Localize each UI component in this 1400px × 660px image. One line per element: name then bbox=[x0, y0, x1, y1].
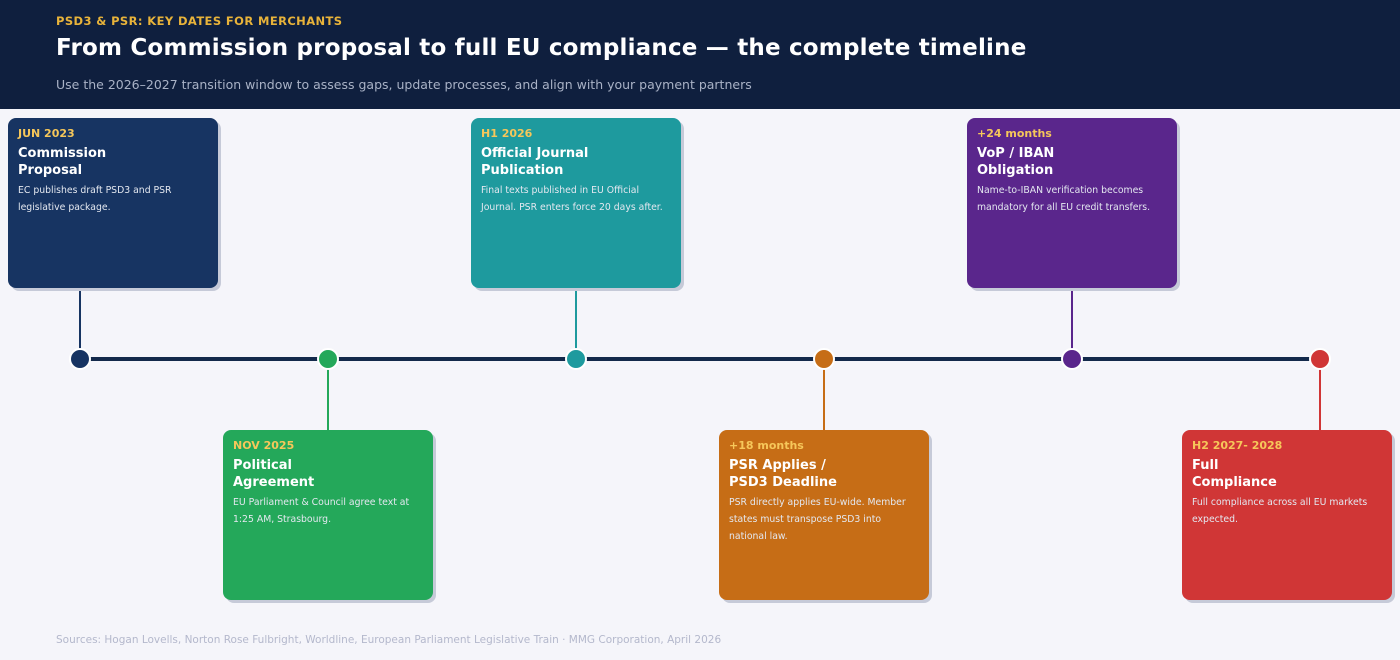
milestone-card-vop-iban: +24 months VoP / IBAN Obligation Name-to… bbox=[967, 118, 1177, 288]
connector-line bbox=[575, 290, 577, 350]
page-subtitle: Use the 2026–2027 transition window to a… bbox=[56, 77, 752, 92]
milestone-marker bbox=[69, 348, 91, 370]
milestone-date: H2 2027- 2028 bbox=[1192, 439, 1283, 452]
milestone-title: VoP / IBAN Obligation bbox=[977, 146, 1055, 178]
connector-line bbox=[823, 368, 825, 430]
connector-line bbox=[1071, 290, 1073, 350]
connector-line bbox=[1319, 368, 1321, 430]
milestone-description: Name-to-IBAN verification becomes mandat… bbox=[977, 185, 1151, 213]
milestone-card-official-journal: H1 2026 Official Journal Publication Fin… bbox=[471, 118, 681, 288]
milestone-description: Full compliance across all EU markets ex… bbox=[1192, 497, 1368, 525]
milestone-card-political-agreement: NOV 2025 Political Agreement EU Parliame… bbox=[223, 430, 433, 600]
milestone-marker bbox=[1309, 348, 1331, 370]
milestone-marker bbox=[565, 348, 587, 370]
milestone-date: +24 months bbox=[977, 127, 1052, 140]
milestone-date: +18 months bbox=[729, 439, 804, 452]
milestone-date: JUN 2023 bbox=[18, 127, 75, 140]
page-title: From Commission proposal to full EU comp… bbox=[56, 35, 1027, 61]
milestone-title: Political Agreement bbox=[233, 458, 315, 490]
milestone-title: PSR Applies / PSD3 Deadline bbox=[729, 458, 837, 490]
milestone-card-commission-proposal: JUN 2023 Commission Proposal EC publishe… bbox=[8, 118, 218, 288]
header-banner: PSD3 & PSR: KEY DATES FOR MERCHANTS From… bbox=[0, 0, 1400, 109]
connector-line bbox=[327, 368, 329, 430]
milestone-description: EU Parliament & Council agree text at 1:… bbox=[233, 497, 410, 525]
eyebrow-label: PSD3 & PSR: KEY DATES FOR MERCHANTS bbox=[56, 14, 343, 28]
milestone-marker bbox=[813, 348, 835, 370]
milestone-marker bbox=[317, 348, 339, 370]
connector-line bbox=[79, 290, 81, 350]
milestone-description: Final texts published in EU Official Jou… bbox=[481, 185, 663, 213]
milestone-marker bbox=[1061, 348, 1083, 370]
milestone-description: PSR directly applies EU-wide. Member sta… bbox=[729, 497, 906, 542]
sources-footer: Sources: Hogan Lovells, Norton Rose Fulb… bbox=[56, 634, 722, 646]
milestone-date: H1 2026 bbox=[481, 127, 533, 140]
milestone-title: Full Compliance bbox=[1192, 458, 1277, 490]
timeline-axis bbox=[80, 357, 1320, 361]
milestone-title: Official Journal Publication bbox=[481, 146, 589, 178]
milestone-card-full-compliance: H2 2027- 2028 Full Compliance Full compl… bbox=[1182, 430, 1392, 600]
milestone-date: NOV 2025 bbox=[233, 439, 295, 452]
milestone-description: EC publishes draft PSD3 and PSR legislat… bbox=[18, 185, 172, 213]
milestone-card-psr-applies: +18 months PSR Applies / PSD3 Deadline P… bbox=[719, 430, 929, 600]
milestone-title: Commission Proposal bbox=[18, 146, 107, 178]
